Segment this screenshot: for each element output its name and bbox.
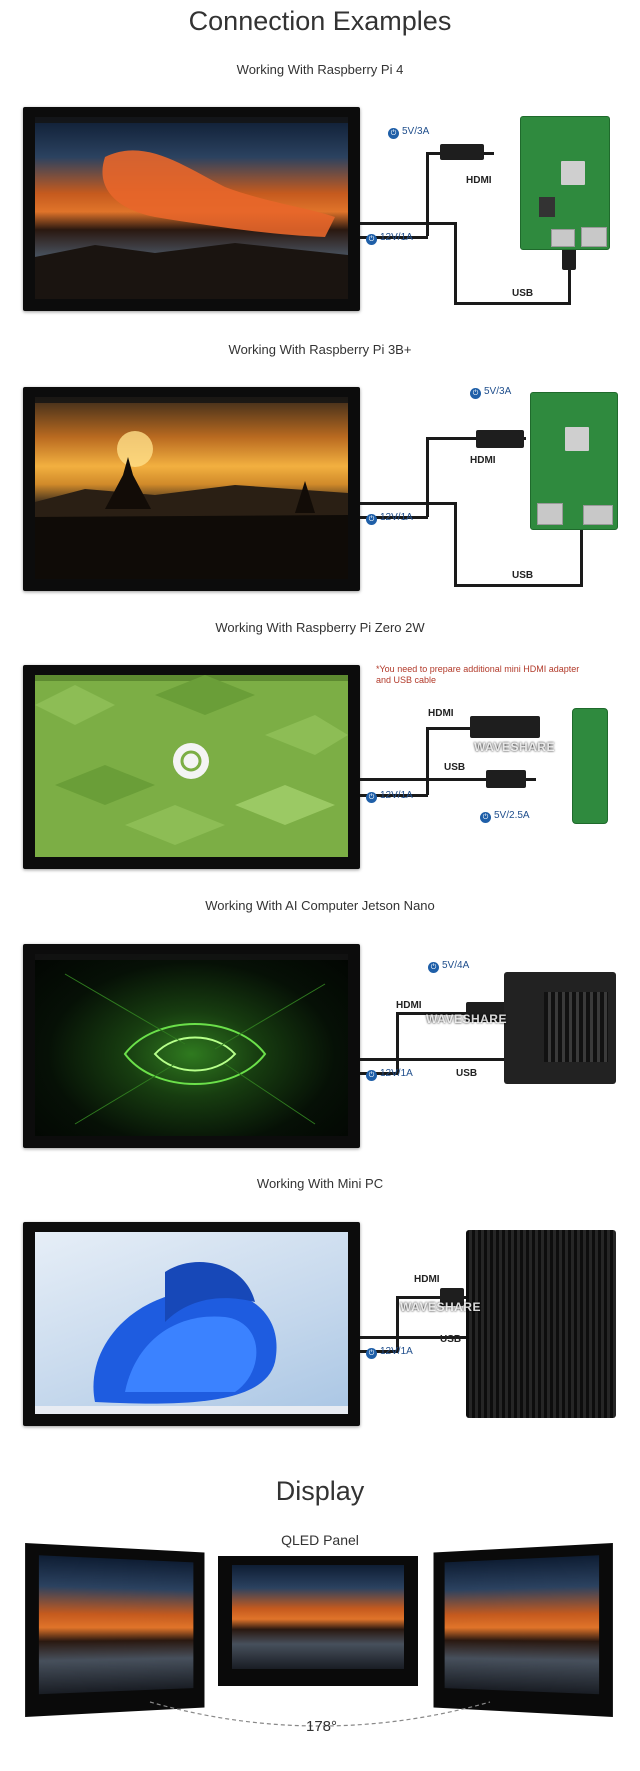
usb-cable (454, 1058, 504, 1061)
usb-cable (360, 1058, 456, 1061)
screen-nvidia (35, 954, 348, 1136)
usb-cable (360, 502, 456, 505)
display-title: Display (275, 1476, 365, 1506)
usb-cable (454, 302, 570, 305)
hdmi-plug (466, 1002, 506, 1022)
power-icon: ⏻ (366, 792, 377, 803)
hdmi-label: HDMI (414, 1274, 440, 1285)
monitor (23, 665, 360, 869)
usb-cable (568, 250, 571, 305)
power-icon: ⏻ (366, 1348, 377, 1359)
usb-label: USB (512, 288, 534, 299)
power-icon: ⏻ (388, 128, 399, 139)
hdmi-cable (426, 437, 429, 517)
section-title: Working With Raspberry Pi Zero 2W (215, 620, 425, 635)
hdmi-cable (396, 1296, 466, 1299)
nvidia-eye-art (64, 973, 326, 1125)
power-cable (360, 794, 428, 797)
raspberry-pi-4-board (520, 116, 610, 250)
section-title: Working With Raspberry Pi 4 (236, 62, 404, 77)
mini-pc (466, 1230, 616, 1418)
usb-cable (454, 222, 457, 304)
viewing-angle-label: 178° (306, 1718, 338, 1735)
usb-label: USB (440, 1334, 462, 1345)
monitor (23, 1222, 360, 1426)
panel-center (218, 1556, 418, 1686)
hdmi-label: HDMI (396, 1000, 422, 1011)
usb-label: USB (512, 570, 534, 581)
usb-cable (454, 584, 582, 587)
usb-cable (360, 1336, 466, 1339)
screen-windows (35, 1232, 348, 1414)
hdmi-label: HDMI (428, 708, 454, 719)
power-icon: ⏻ (366, 234, 377, 245)
power-badge-display: ⏻12V/1A (366, 1068, 413, 1081)
power-badge-pi: ⏻5V/3A (470, 386, 511, 399)
adapter-note: *You need to prepare additional mini HDM… (376, 664, 580, 685)
power-cable (360, 1072, 398, 1075)
hdmi-plug (476, 430, 524, 448)
desktop-topbar (35, 675, 348, 681)
hdmi-label: HDMI (466, 175, 492, 186)
page-title: Connection Examples (188, 6, 452, 36)
power-icon: ⏻ (480, 812, 491, 823)
hdmi-cable (396, 1296, 399, 1352)
usb-adapter (486, 770, 526, 788)
hdmi-cable (396, 1012, 506, 1015)
hdmi-cable (396, 1012, 399, 1074)
power-badge-pi: ⏻5V/2.5A (480, 810, 530, 823)
hdmi-cable (426, 727, 429, 795)
screen-temples (35, 397, 348, 579)
monitor (23, 107, 360, 311)
power-cable (360, 1350, 398, 1353)
hexagon-pattern-art (35, 675, 348, 845)
display-subtitle: QLED Panel (281, 1532, 359, 1548)
hdmi-plug (440, 1288, 464, 1306)
power-icon: ⏻ (366, 514, 377, 525)
hdmi-cable (426, 152, 429, 236)
jetson-nano-board (504, 972, 616, 1084)
usb-cable (454, 502, 457, 586)
power-icon: ⏻ (428, 962, 439, 973)
usb-label: USB (444, 762, 466, 773)
hdmi-plug (470, 716, 540, 738)
usb-cable (360, 778, 438, 781)
power-badge-display: ⏻12V/1A (366, 512, 413, 525)
power-badge-pi: ⏻5V/4A (428, 960, 469, 973)
windows-taskbar (35, 1406, 348, 1414)
monitor (23, 387, 360, 591)
section-title: Working With AI Computer Jetson Nano (205, 898, 435, 913)
screen-ubuntu-mate (35, 675, 348, 857)
power-cable (360, 236, 428, 239)
section-title: Working With Mini PC (256, 1176, 384, 1191)
power-icon: ⏻ (366, 1070, 377, 1081)
usb-cable (360, 222, 456, 225)
hdmi-cable (426, 727, 506, 730)
section-title: Working With Raspberry Pi 3B+ (228, 342, 412, 357)
windows-bloom-art (93, 1262, 277, 1404)
desktop-topbar (35, 954, 348, 960)
screen-sunset (35, 117, 348, 299)
power-badge-display: ⏻12V/1A (366, 1346, 413, 1359)
power-badge-pi: ⏻5V/3A (388, 126, 429, 139)
watermark: WAVESHARE (474, 740, 555, 754)
power-cable (360, 516, 428, 519)
power-badge-display: ⏻12V/1A (366, 790, 413, 803)
raspberry-pi-zero-board (572, 708, 608, 824)
sunset-cloud-art (35, 150, 348, 299)
power-badge-display: ⏻12V/1A (366, 232, 413, 245)
desktop-topbar (35, 397, 348, 403)
hdmi-label: HDMI (470, 455, 496, 466)
monitor (23, 944, 360, 1148)
usb-cable (580, 530, 583, 587)
hdmi-plug (440, 144, 484, 160)
raspberry-pi-3b-board (530, 392, 618, 530)
temple-silhouette-art (35, 431, 348, 579)
usb-label: USB (456, 1068, 478, 1079)
desktop-topbar (35, 117, 348, 123)
watermark: WAVESHARE (426, 1012, 507, 1026)
usb-plug (562, 248, 576, 270)
power-icon: ⏻ (470, 388, 481, 399)
watermark: WAVESHARE (400, 1300, 481, 1314)
